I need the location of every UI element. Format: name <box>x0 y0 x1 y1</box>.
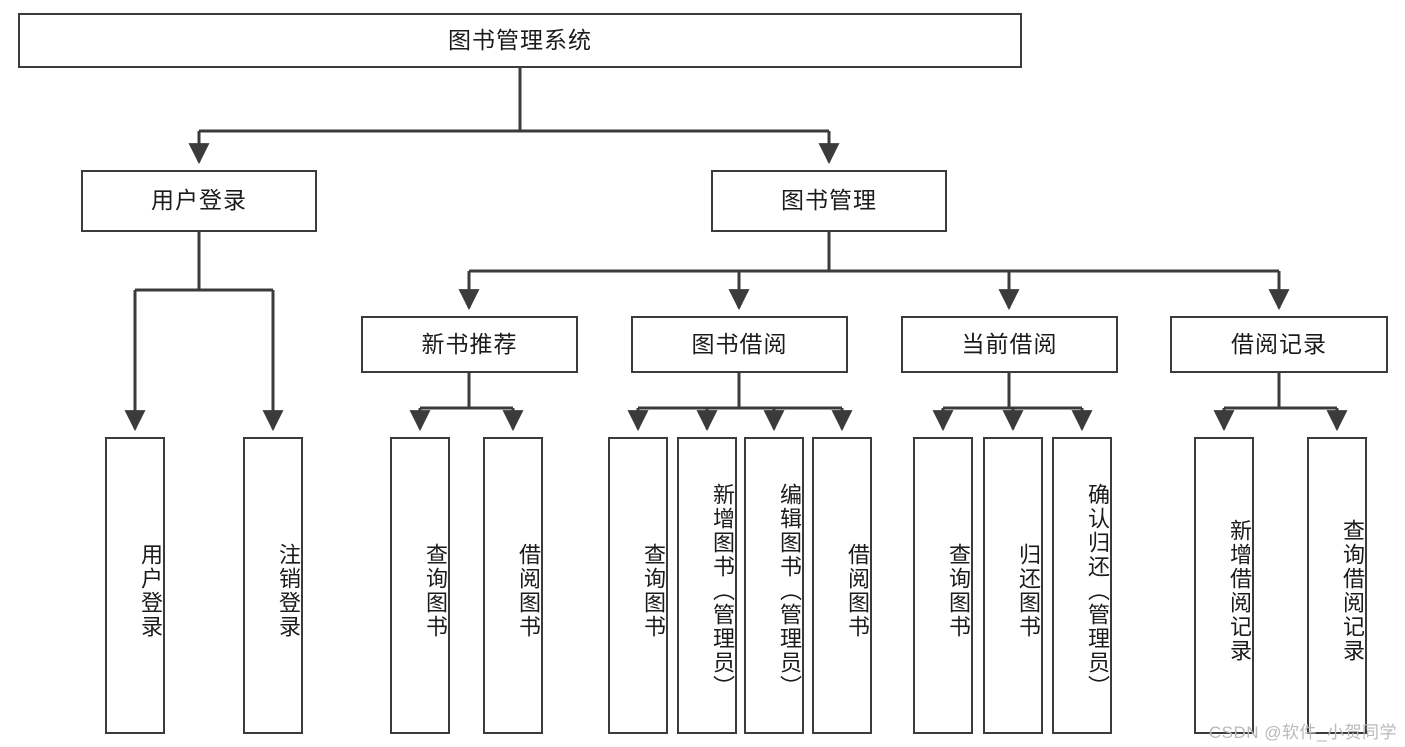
node-leaf-query-borrow-record[interactable]: 查询借阅记录 <box>1307 437 1367 734</box>
node-leaf-edit-book-admin[interactable]: 编辑图书（管理员） <box>744 437 804 734</box>
node-leaf-borrow-book-1[interactable]: 借阅图书 <box>483 437 543 734</box>
node-leaf-return-book[interactable]: 归还图书 <box>983 437 1043 734</box>
node-new-book-recommend[interactable]: 新书推荐 <box>361 316 578 373</box>
node-leaf-query-book-1[interactable]: 查询图书 <box>390 437 450 734</box>
node-leaf-add-borrow-record-label: 新增借阅记录 <box>1227 518 1252 663</box>
node-user-login[interactable]: 用户登录 <box>81 170 317 232</box>
watermark: CSDN @软件_小贺同学 <box>1208 723 1397 742</box>
node-leaf-query-book-3[interactable]: 查询图书 <box>913 437 973 734</box>
node-leaf-add-book-admin[interactable]: 新增图书（管理员） <box>677 437 737 734</box>
node-leaf-add-book-admin-label: 新增图书（管理员） <box>710 482 735 699</box>
node-leaf-return-book-label: 归还图书 <box>1016 542 1041 639</box>
node-leaf-borrow-book-1-label: 借阅图书 <box>516 542 541 639</box>
node-leaf-query-book-1-label: 查询图书 <box>423 542 448 639</box>
node-user-login-label: 用户登录 <box>151 187 247 214</box>
node-current-borrow[interactable]: 当前借阅 <box>901 316 1118 373</box>
node-book-manage[interactable]: 图书管理 <box>711 170 947 232</box>
node-root-label: 图书管理系统 <box>448 26 592 53</box>
node-leaf-borrow-book-2-label: 借阅图书 <box>845 542 870 639</box>
node-current-borrow-label: 当前借阅 <box>961 330 1058 357</box>
node-leaf-query-book-2-label: 查询图书 <box>641 542 666 639</box>
node-borrow-record[interactable]: 借阅记录 <box>1170 316 1388 373</box>
node-leaf-query-borrow-record-label: 查询借阅记录 <box>1340 518 1365 663</box>
node-leaf-add-borrow-record[interactable]: 新增借阅记录 <box>1194 437 1254 734</box>
node-leaf-user-login[interactable]: 用户登录 <box>105 437 165 734</box>
node-leaf-logout-label: 注销登录 <box>276 542 301 639</box>
node-leaf-logout[interactable]: 注销登录 <box>243 437 303 734</box>
node-leaf-query-book-3-label: 查询图书 <box>946 542 971 639</box>
node-new-book-recommend-label: 新书推荐 <box>421 330 518 357</box>
node-book-borrow-label: 图书借阅 <box>691 330 788 357</box>
node-root[interactable]: 图书管理系统 <box>18 13 1022 68</box>
node-leaf-edit-book-admin-label: 编辑图书（管理员） <box>777 482 802 699</box>
node-leaf-query-book-2[interactable]: 查询图书 <box>608 437 668 734</box>
node-leaf-confirm-return-admin-label: 确认归还（管理员） <box>1085 482 1110 699</box>
node-leaf-user-login-label: 用户登录 <box>138 542 163 639</box>
node-book-borrow[interactable]: 图书借阅 <box>631 316 848 373</box>
node-borrow-record-label: 借阅记录 <box>1231 330 1327 357</box>
node-leaf-borrow-book-2[interactable]: 借阅图书 <box>812 437 872 734</box>
node-book-manage-label: 图书管理 <box>781 187 877 214</box>
node-leaf-confirm-return-admin[interactable]: 确认归还（管理员） <box>1052 437 1112 734</box>
